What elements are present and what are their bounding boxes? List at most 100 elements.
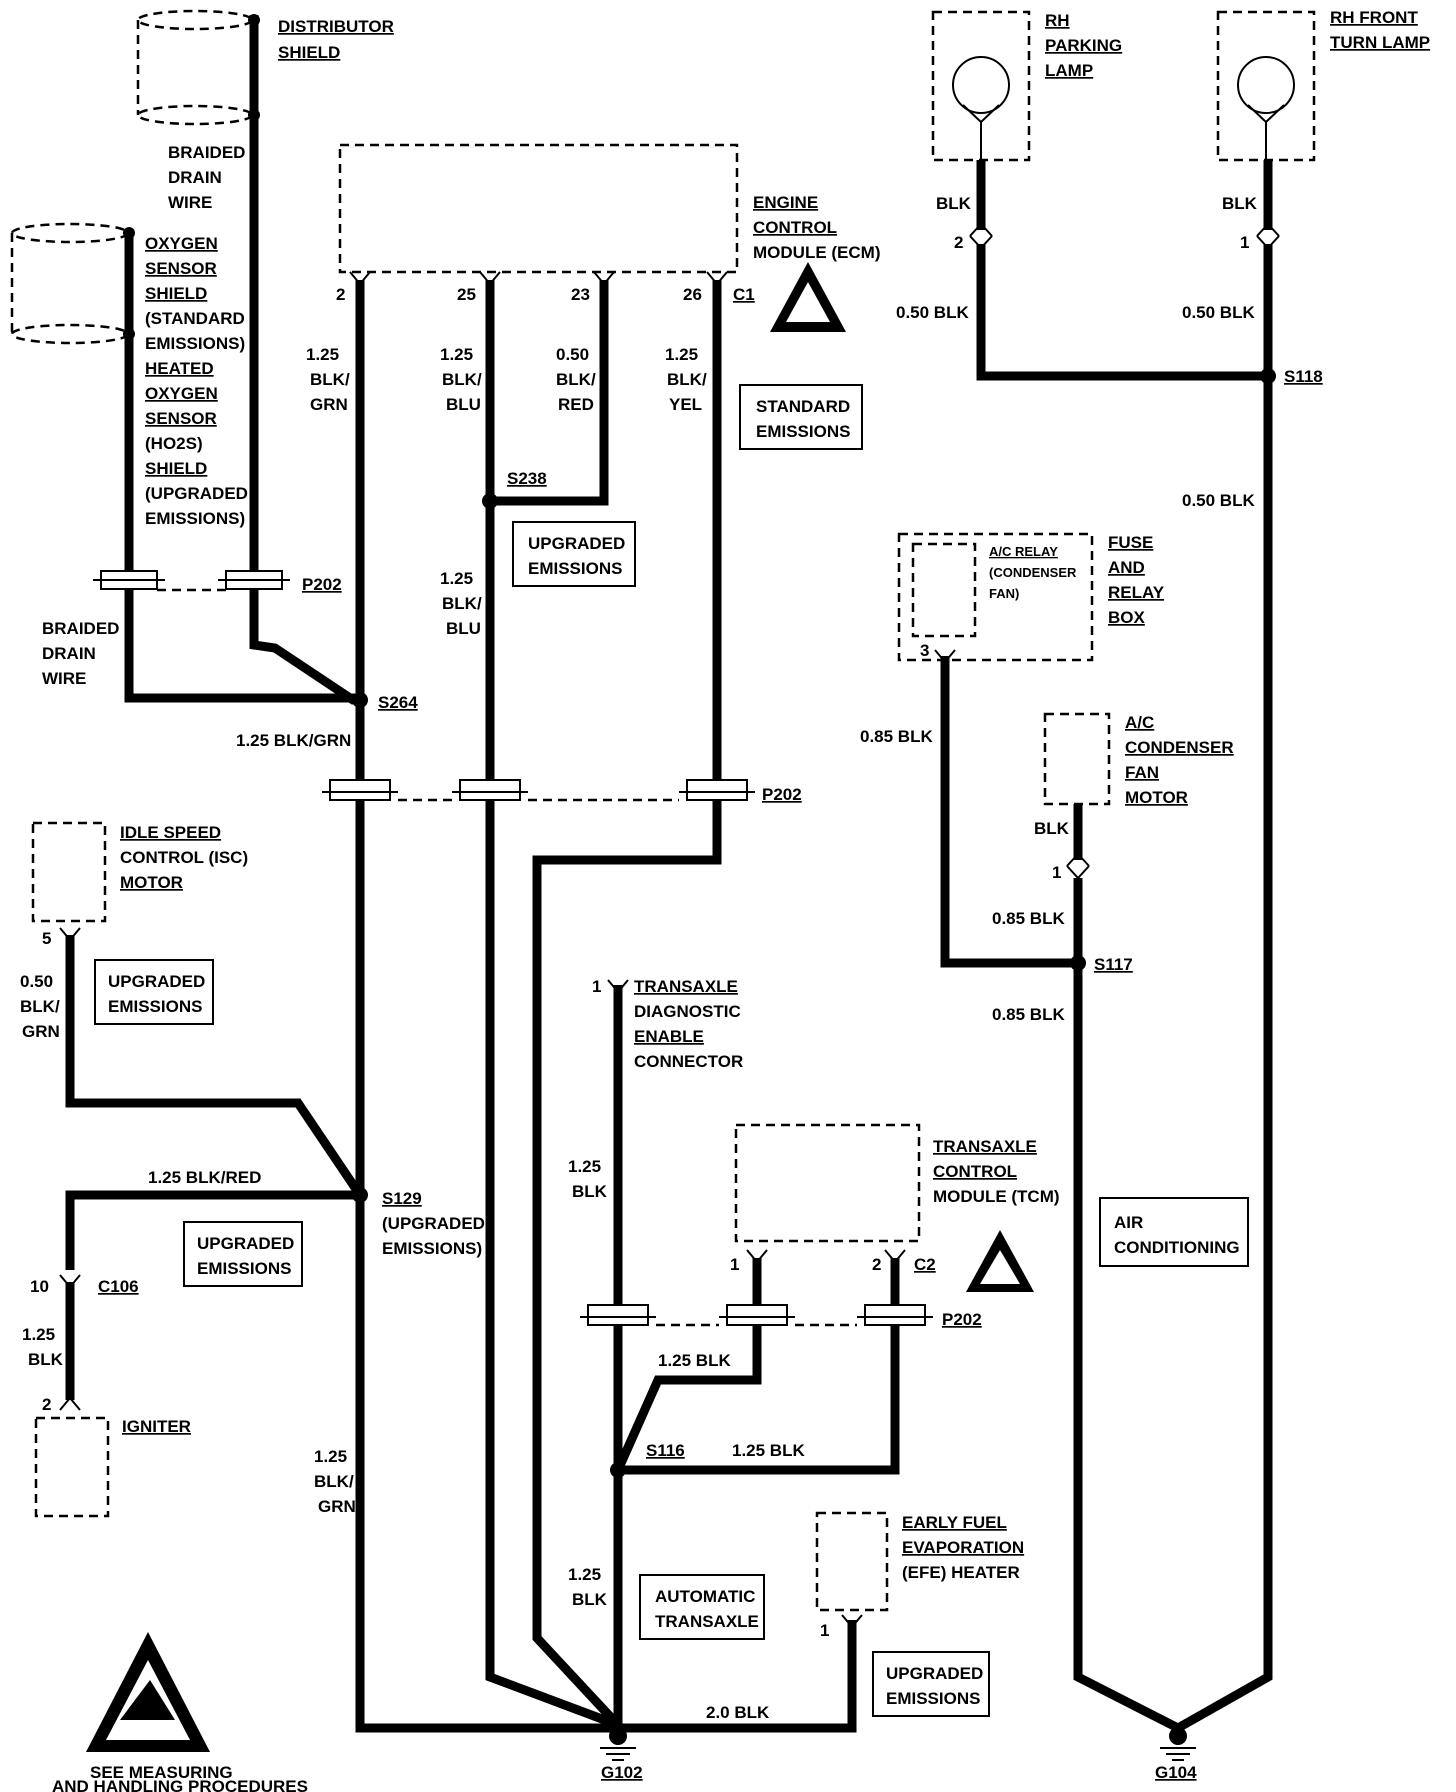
svg-text:A/C RELAY: A/C RELAY (989, 544, 1058, 559)
svg-text:DRAIN: DRAIN (42, 644, 96, 663)
svg-text:S129: S129 (382, 1189, 422, 1208)
svg-text:FUSE: FUSE (1108, 533, 1153, 552)
svg-text:BLK: BLK (1034, 819, 1070, 838)
svg-text:SEE MEASURING: SEE MEASURING (90, 1763, 233, 1782)
svg-text:CONDENSER: CONDENSER (1125, 738, 1234, 757)
svg-text:1.25: 1.25 (22, 1325, 55, 1344)
svg-text:2: 2 (872, 1255, 881, 1274)
standard-emissions-box (739, 384, 863, 450)
esd-warning-large-icon (86, 1632, 210, 1752)
svg-text:SHIELD: SHIELD (278, 43, 340, 62)
air-conditioning-box (1099, 1197, 1249, 1267)
svg-text:EMISSIONS): EMISSIONS) (382, 1239, 482, 1258)
svg-text:TRANSAXLE: TRANSAXLE (655, 1612, 759, 1631)
svg-text:S264: S264 (378, 693, 418, 712)
svg-text:EARLY FUEL: EARLY FUEL (902, 1513, 1007, 1532)
svg-text:CONTROL: CONTROL (753, 218, 837, 237)
svg-text:DIAGNOSTIC: DIAGNOSTIC (634, 1002, 741, 1021)
svg-text:0.50 BLK: 0.50 BLK (896, 303, 969, 322)
svg-text:A/C: A/C (1125, 713, 1154, 732)
svg-text:ENABLE: ENABLE (634, 1027, 704, 1046)
svg-text:SENSOR: SENSOR (145, 259, 217, 278)
svg-text:0.85 BLK: 0.85 BLK (860, 727, 933, 746)
svg-text:0.50 BLK: 0.50 BLK (1182, 491, 1255, 510)
esd-warning-icon (966, 1230, 1034, 1292)
svg-text:0.85 BLK: 0.85 BLK (992, 1005, 1065, 1024)
svg-text:DRAIN: DRAIN (168, 168, 222, 187)
svg-text:BLK/: BLK/ (20, 997, 60, 1016)
svg-text:PARKING: PARKING (1045, 36, 1122, 55)
svg-text:1.25 BLK/GRN: 1.25 BLK/GRN (236, 731, 351, 750)
svg-text:1.25: 1.25 (440, 569, 473, 588)
svg-text:1.25: 1.25 (665, 345, 698, 364)
svg-text:0.85 BLK: 0.85 BLK (992, 909, 1065, 928)
svg-text:1: 1 (820, 1621, 829, 1640)
svg-text:25: 25 (457, 285, 476, 304)
ac-condenser-fan-motor-box (1043, 712, 1111, 806)
upgraded-emissions-box-4 (872, 1651, 990, 1717)
svg-text:(UPGRADED: (UPGRADED (145, 484, 248, 503)
svg-text:BLK/: BLK/ (310, 370, 350, 389)
svg-text:BLK: BLK (572, 1590, 608, 1609)
svg-text:EMISSIONS: EMISSIONS (756, 422, 850, 441)
efe-heater-box (815, 1511, 889, 1612)
svg-text:TURN LAMP: TURN LAMP (1330, 33, 1430, 52)
svg-text:IGNITER: IGNITER (122, 1417, 191, 1436)
svg-text:AUTOMATIC: AUTOMATIC (655, 1587, 755, 1606)
svg-text:EVAPORATION: EVAPORATION (902, 1538, 1024, 1557)
svg-text:G104: G104 (1155, 1763, 1197, 1782)
distributor-shield-label: DISTRIBUTOR (278, 17, 394, 36)
svg-text:(STANDARD: (STANDARD (145, 309, 245, 328)
svg-text:CONTROL (ISC): CONTROL (ISC) (120, 848, 248, 867)
svg-text:RED: RED (558, 395, 594, 414)
pin-marks (59, 222, 1280, 1629)
ac-relay-box (911, 542, 977, 638)
svg-text:1.25: 1.25 (568, 1157, 601, 1176)
distributor-shield (136, 9, 254, 126)
splice-dots (123, 14, 1276, 1478)
svg-text:3: 3 (920, 641, 929, 660)
svg-text:(CONDENSER: (CONDENSER (989, 565, 1077, 580)
svg-text:2: 2 (954, 233, 963, 252)
svg-text:BLK/: BLK/ (442, 594, 482, 613)
svg-text:2: 2 (336, 285, 345, 304)
svg-text:S118: S118 (1284, 367, 1323, 386)
svg-text:1: 1 (1240, 233, 1249, 252)
svg-text:S116: S116 (646, 1441, 685, 1460)
svg-text:RELAY: RELAY (1108, 583, 1165, 602)
svg-text:BLK/: BLK/ (556, 370, 596, 389)
ground-g104-icon (1160, 1727, 1196, 1761)
svg-text:STANDARD: STANDARD (756, 397, 850, 416)
svg-text:FAN): FAN) (989, 586, 1019, 601)
svg-text:1.25: 1.25 (306, 345, 339, 364)
svg-text:EMISSIONS): EMISSIONS) (145, 509, 245, 528)
svg-text:CONTROL: CONTROL (933, 1162, 1017, 1181)
svg-text:23: 23 (571, 285, 590, 304)
svg-text:1.25: 1.25 (440, 345, 473, 364)
fuse-relay-box (897, 532, 1094, 662)
svg-text:P202: P202 (762, 785, 802, 804)
svg-text:CONNECTOR: CONNECTOR (634, 1052, 743, 1071)
svg-text:RH FRONT: RH FRONT (1330, 8, 1418, 27)
svg-text:EMISSIONS: EMISSIONS (197, 1259, 291, 1278)
svg-text:EMISSIONS: EMISSIONS (108, 997, 202, 1016)
svg-text:BLK: BLK (1222, 194, 1258, 213)
svg-text:SHIELD: SHIELD (145, 459, 207, 478)
igniter-box (34, 1416, 110, 1518)
svg-text:5: 5 (42, 929, 51, 948)
svg-text:AIR: AIR (1114, 1213, 1143, 1232)
svg-text:EMISSIONS: EMISSIONS (528, 559, 622, 578)
svg-text:1.25 BLK: 1.25 BLK (732, 1441, 805, 1460)
svg-text:FAN: FAN (1125, 763, 1159, 782)
svg-text:(EFE) HEATER: (EFE) HEATER (902, 1563, 1020, 1582)
labels: DISTRIBUTOR SHIELD BRAIDED DRAIN WIRE OX… (20, 8, 1430, 1792)
svg-text:OXYGEN: OXYGEN (145, 234, 218, 253)
svg-text:1: 1 (592, 977, 601, 996)
automatic-transaxle-box (639, 1574, 765, 1640)
svg-text:0.50 BLK: 0.50 BLK (1182, 303, 1255, 322)
svg-text:TRANSAXLE: TRANSAXLE (634, 977, 738, 996)
svg-text:GRN: GRN (22, 1022, 60, 1041)
svg-text:OXYGEN: OXYGEN (145, 384, 218, 403)
svg-text:2.0 BLK: 2.0 BLK (706, 1703, 770, 1722)
